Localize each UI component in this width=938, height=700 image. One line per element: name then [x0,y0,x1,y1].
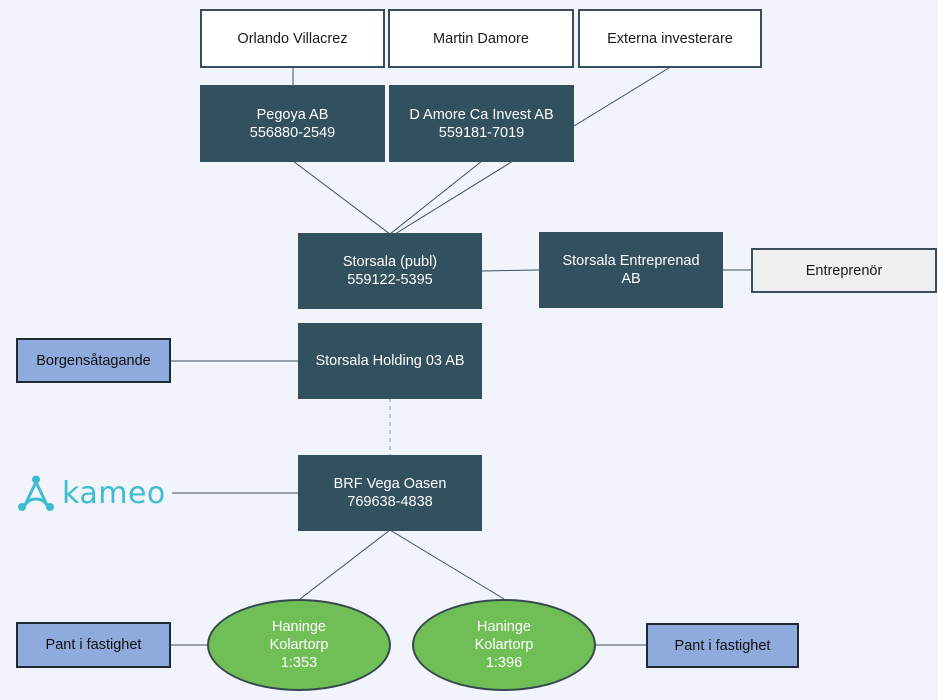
connector-damore-storsala-a [389,160,483,235]
property-line-2: Kolartorp [474,637,534,653]
company-name: Pegoya AB [256,106,329,123]
entreprenor-label: Entreprenör [805,262,883,279]
connector-damore-storsala-b [394,160,514,235]
company-box-storsala-entreprenad: Storsala Entreprenad AB [539,232,723,308]
property-line-3: 1:396 [485,655,523,671]
pledge-label: Pant i fastighet [45,637,142,653]
kameo-logo-icon [18,475,54,511]
company-name-line-2: AB [621,271,641,287]
company-box-damore: D Amore Ca Invest AB 559181-7019 [389,85,574,162]
borgen-box: Borgensåtagande [16,338,171,383]
property-line-2: Kolartorp [269,637,329,653]
owner-box-martin: Martin Damore [388,9,574,68]
borgen-label: Borgensåtagande [36,352,151,369]
connector-storsala-entreprenad [481,269,540,272]
company-id: 556880-2549 [249,124,336,141]
owner-box-external: Externa investerare [578,9,762,68]
company-name: D Amore Ca Invest AB [409,106,554,123]
kameo-logo: kameo [16,473,176,515]
owner-name: Orlando Villacrez [237,30,348,47]
company-box-storsala-holding: Storsala Holding 03 AB [298,323,482,399]
company-name: Storsala (publ) [342,254,438,270]
property-ellipse-2: Haninge Kolartorp 1:396 [412,599,596,691]
connector-brf-property-2 [389,529,505,600]
company-name-line-1: Storsala Entreprenad [562,253,700,269]
owner-box-orlando: Orlando Villacrez [200,9,385,68]
pledge-label: Pant i fastighet [674,637,771,654]
connector-brf-property-1 [299,529,391,600]
property-line-1: Haninge [476,619,531,635]
connector-pegoya-storsala [292,160,391,235]
company-name: Storsala Holding 03 AB [315,353,465,369]
property-line-3: 1:353 [280,655,318,671]
property-ellipse-1: Haninge Kolartorp 1:353 [207,599,391,691]
pledge-box-2: Pant i fastighet [646,623,799,668]
entreprenor-box: Entreprenör [751,248,937,293]
company-id: 769638-4838 [347,494,433,510]
connector-external-damore [573,65,673,127]
kameo-wordmark: kameo [62,476,166,511]
company-id: 559181-7019 [438,124,525,141]
owner-name: Externa investerare [607,30,733,47]
owner-name: Martin Damore [433,30,529,47]
company-box-brf-vega-oasen: BRF Vega Oasen 769638-4838 [298,455,482,531]
company-box-storsala-publ: Storsala (publ) 559122-5395 [298,233,482,309]
company-id: 559122-5395 [347,272,433,288]
pledge-box-1: Pant i fastighet [16,622,171,668]
company-name: BRF Vega Oasen [333,476,447,492]
property-line-1: Haninge [271,619,326,635]
company-box-pegoya: Pegoya AB 556880-2549 [200,85,385,162]
